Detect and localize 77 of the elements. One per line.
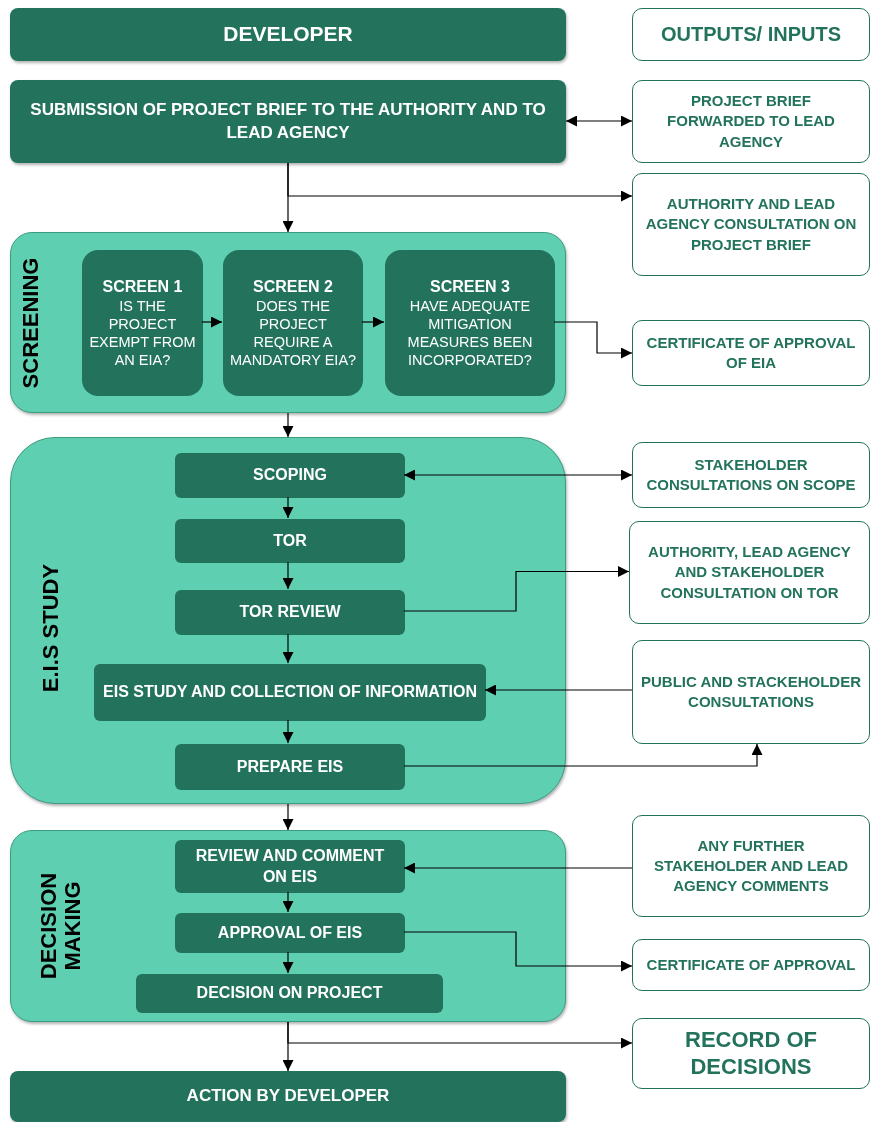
process-box xyxy=(10,80,566,163)
box-label: PREPARE EIS xyxy=(236,756,344,777)
arrow xyxy=(403,931,633,972)
output-box xyxy=(632,939,870,991)
process-box xyxy=(175,453,405,498)
arrow xyxy=(484,684,633,696)
arrow xyxy=(565,115,633,127)
output-box xyxy=(632,173,870,276)
box-label: SCOPING xyxy=(253,465,327,486)
box-label: REVIEW AND COMMENT ON EIS xyxy=(194,845,386,887)
arrow xyxy=(403,566,630,612)
box-heading: SCREEN 3 xyxy=(430,276,510,297)
arrow xyxy=(361,316,385,328)
box-label: AUTHORITY, LEAD AGENCY AND STAKEHOLDER CONSULTATION ON TOR xyxy=(647,542,852,603)
arrow xyxy=(282,719,294,744)
box-label: TOR xyxy=(273,530,307,551)
box-label: DECISION ON PROJECT xyxy=(196,983,383,1004)
box-heading: SCREEN 2 xyxy=(253,276,333,297)
box-label: DEVELOPER xyxy=(223,21,353,48)
screening-box xyxy=(385,250,555,396)
arrow xyxy=(403,862,633,874)
arrow xyxy=(553,321,633,359)
box-label: AUTHORITY AND LEAD AGENCY CONSULTATION ON PROJECT BRIEF xyxy=(644,194,858,255)
box-label: ANY FURTHER STAKEHOLDER AND LEAD AGENCY COMMENTS xyxy=(652,835,850,897)
arrow xyxy=(282,633,294,664)
box-label: OUTPUTS/ INPUTS xyxy=(661,22,841,47)
process-box xyxy=(175,913,405,953)
process-box xyxy=(10,8,566,61)
output-box xyxy=(632,640,870,744)
box-label: CERTIFICATE OF APPROVAL OF EIA xyxy=(645,332,857,373)
stage-panel xyxy=(10,437,566,804)
arrow xyxy=(282,951,294,974)
box-label: ACTION BY DEVELOPER xyxy=(186,1085,390,1108)
arrow xyxy=(403,469,633,481)
process-box xyxy=(175,519,405,563)
box-label: SUBMISSION OF PROJECT BRIEF TO THE AUTHORITY AND TO LEAD AGENCY xyxy=(29,99,547,144)
box-label: APPROVAL OF EIS xyxy=(217,922,363,943)
arrow xyxy=(282,803,294,831)
box-label: PROJECT BRIEF FORWARDED TO LEAD AGENCY xyxy=(666,91,836,152)
arrow xyxy=(282,561,294,590)
output-box xyxy=(632,8,870,61)
box-question: HAVE ADEQUATE MITIGATION MEASURES BEEN INCORPORATED? xyxy=(406,296,534,370)
arrow xyxy=(201,316,223,328)
arrow xyxy=(287,162,633,202)
output-box xyxy=(629,521,870,624)
box-label: PUBLIC AND STACKEHOLDER CONSULTATIONS xyxy=(641,671,861,712)
arrow xyxy=(287,1021,633,1049)
output-box xyxy=(632,320,870,386)
output-box xyxy=(632,442,870,508)
box-label: EIS STUDY AND COLLECTION OF INFORMATION xyxy=(103,682,477,703)
stage-label: SCREENING xyxy=(18,256,44,391)
screening-box xyxy=(82,250,203,396)
output-box xyxy=(632,80,870,163)
process-box xyxy=(175,590,405,635)
output-box xyxy=(632,1018,870,1089)
box-label: STAKEHOLDER CONSULTATIONS ON SCOPE xyxy=(645,454,857,495)
arrow xyxy=(282,412,294,438)
box-label: RECORD OF DECISIONS xyxy=(684,1027,818,1080)
arrow xyxy=(403,743,763,767)
box-heading: SCREEN 1 xyxy=(102,276,183,297)
arrow xyxy=(282,496,294,519)
arrow xyxy=(282,891,294,913)
stage-panel xyxy=(10,830,566,1022)
box-label: TOR REVIEW xyxy=(239,602,341,623)
stage-panel xyxy=(10,232,566,413)
process-box xyxy=(175,840,405,893)
process-box xyxy=(10,1071,566,1122)
stage-label: E.I.S STUDY xyxy=(38,562,64,695)
screening-box xyxy=(223,250,363,396)
process-box xyxy=(136,974,443,1013)
box-label: CERTIFICATE OF APPROVAL xyxy=(646,954,856,975)
box-question: IS THE PROJECT EXEMPT FROM AN EIA? xyxy=(88,296,197,370)
box-question: DOES THE PROJECT REQUIRE A MANDATORY EIA? xyxy=(228,296,358,370)
process-box xyxy=(94,664,486,721)
process-box xyxy=(175,744,405,790)
output-box xyxy=(632,815,870,917)
stage-label: DECISION MAKING xyxy=(36,871,86,982)
